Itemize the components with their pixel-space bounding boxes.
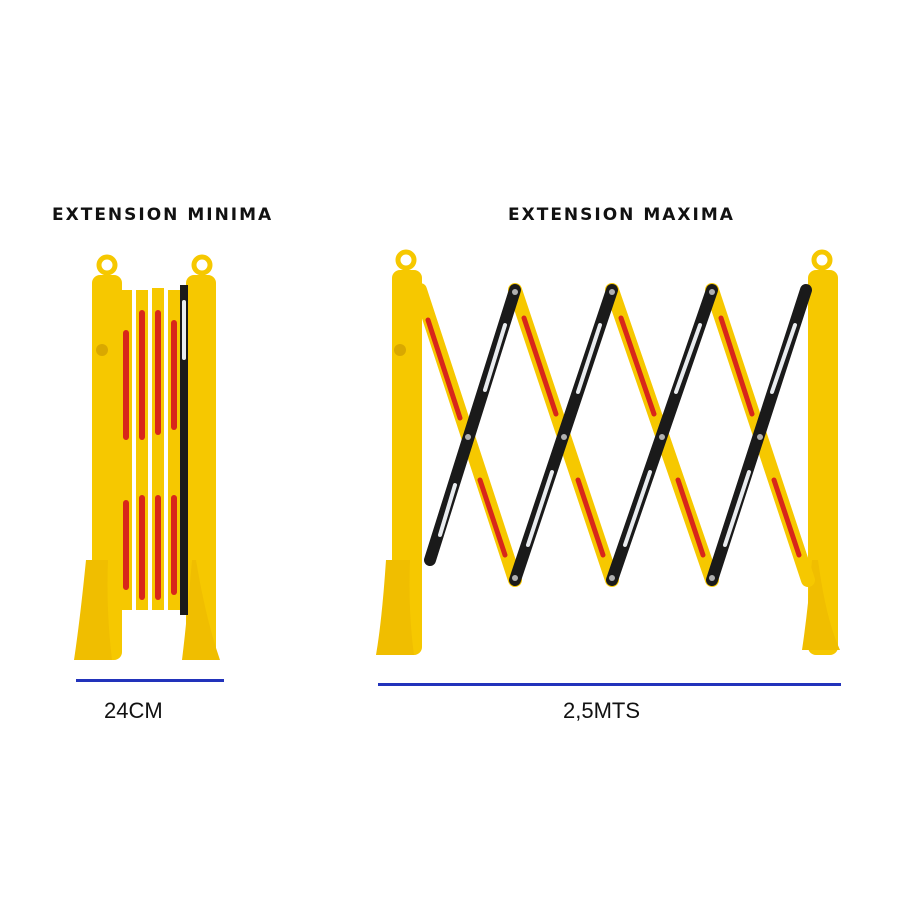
folded-slats [120, 285, 188, 615]
right-post [182, 254, 220, 660]
left-post [376, 249, 422, 655]
yellow-arms [413, 283, 815, 587]
minimum-measurement-label: 24CM [104, 698, 163, 723]
minimum-extension-heading: EXTENSION MINIMA [52, 205, 274, 225]
black-arms [424, 284, 812, 586]
right-post [802, 249, 840, 655]
left-post [74, 254, 122, 660]
minimum-dimension-line [76, 679, 224, 682]
maximum-measurement-label: 2,5MTS [563, 698, 641, 723]
rivets [465, 289, 763, 581]
maximum-dimension-line [378, 683, 841, 686]
maximum-extension-heading: EXTENSION MAXIMA [508, 205, 735, 225]
